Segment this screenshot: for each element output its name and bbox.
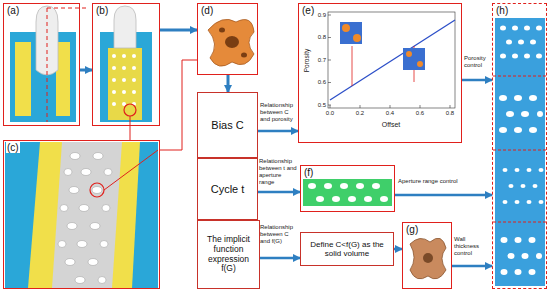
flow-arrow xyxy=(395,194,492,197)
porosity-chart xyxy=(328,12,455,108)
box-text: The implicit function expression f(G) xyxy=(200,235,257,274)
leader-line xyxy=(160,60,197,150)
gyroid-unit xyxy=(208,19,254,66)
panel-letter: (e) xyxy=(301,5,315,16)
panel-c: (c) xyxy=(3,140,160,289)
tick-label: 0.6 xyxy=(412,110,428,117)
tick-label: 0.0 xyxy=(322,110,338,117)
panel-d: (d) xyxy=(197,3,258,75)
panel-letter: (f) xyxy=(303,167,314,178)
panel-letter: (g) xyxy=(405,224,419,235)
box-text: Define C<f(G) as the solid volume xyxy=(303,240,391,258)
box-text: Cycle t xyxy=(211,183,245,196)
panel-a: (a) xyxy=(3,3,80,126)
panel-g: (g) xyxy=(402,222,452,289)
panel-letter: (d) xyxy=(200,5,214,16)
box-text: Bias C xyxy=(211,119,243,132)
panel-h: (h) xyxy=(492,3,547,289)
aperture-strip xyxy=(303,179,392,206)
edge-label: Porosity control xyxy=(464,55,490,69)
flow-arrow xyxy=(394,248,402,251)
panel-b: (b) xyxy=(92,3,160,126)
tick-label: 0.7 xyxy=(311,57,326,64)
panel-f: (f) xyxy=(300,165,395,212)
flow-arrow xyxy=(258,130,298,133)
parameter-box: The implicit function expression f(G) xyxy=(197,220,260,289)
parameter-box: Bias C xyxy=(197,92,258,158)
edge-label: Relationship between t and aperture rang… xyxy=(259,158,298,186)
section-view xyxy=(100,6,152,126)
wall-unit xyxy=(410,238,446,279)
panel-letter: (h) xyxy=(495,5,509,16)
tick-label: 0.9 xyxy=(311,12,326,19)
panel-letter: (c) xyxy=(6,142,20,153)
axis-title: Porosity xyxy=(303,45,310,77)
flow-arrow xyxy=(462,79,492,82)
leader-line xyxy=(130,126,131,140)
flow-arrow xyxy=(160,29,197,32)
edge-label: Wall thickness control xyxy=(454,236,490,257)
axis-title: Offset xyxy=(376,121,406,128)
flow-arrow xyxy=(80,69,92,72)
scaffold-strips xyxy=(493,18,546,286)
edge-label: Relationship between C and porosity xyxy=(260,102,298,123)
tick-label: 0.4 xyxy=(382,110,398,117)
tick-label: 0.8 xyxy=(311,34,326,41)
tick-label: 0.5 xyxy=(311,102,326,109)
edge-label: Aperture range control xyxy=(398,178,488,185)
process-box: Define C<f(G) as the solid volume xyxy=(300,232,394,266)
tick-label: 0.2 xyxy=(352,110,368,117)
edge-label: Relationship between C and f(G) xyxy=(260,224,298,245)
flow-arrow xyxy=(227,75,230,92)
tick-label: 0.8 xyxy=(442,110,458,117)
parameter-box: Cycle t xyxy=(197,158,258,220)
flow-arrow xyxy=(258,191,300,194)
flow-arrow xyxy=(452,265,492,268)
panel-letter: (b) xyxy=(95,5,109,16)
flow-arrow xyxy=(260,257,300,260)
lattice-closeup xyxy=(5,142,158,288)
implant-block xyxy=(10,6,88,122)
tick-label: 0.6 xyxy=(311,79,326,86)
panel-e: (e) xyxy=(298,3,462,143)
panel-letter: (a) xyxy=(6,5,20,16)
